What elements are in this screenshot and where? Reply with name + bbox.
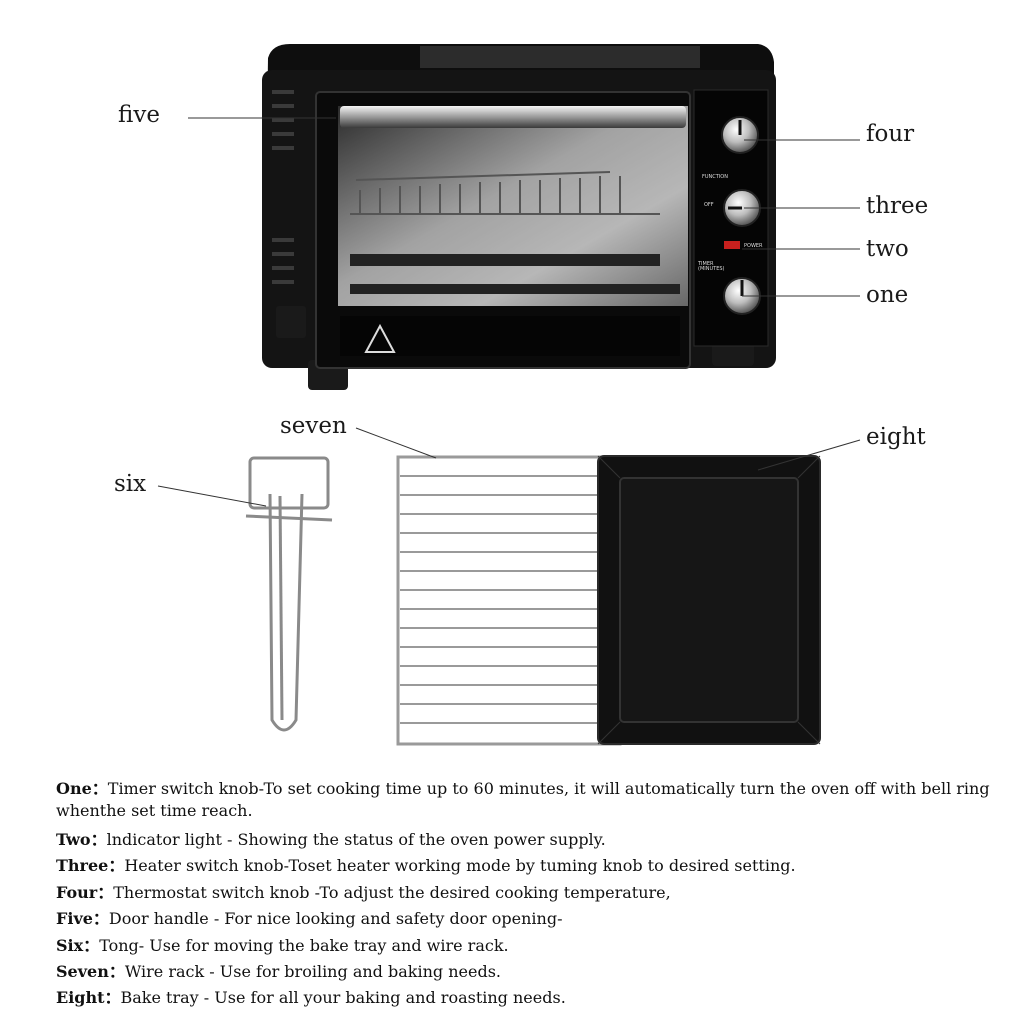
description-key: One： [56,779,108,798]
description-key: Two： [56,830,107,849]
description-text: Timer switch knob-To set cooking time up… [56,779,990,820]
callout-five: five [118,102,160,128]
callout-eight: eight [866,424,926,450]
panel-off-label: OFF [704,202,714,208]
callout-six: six [114,471,147,497]
panel-function-label: FUNCTION [702,174,728,180]
description-three: Three：Heater switch knob-Toset heater wo… [56,855,1006,877]
description-key: Three： [56,856,125,875]
description-text: Thermostat switch knob -To adjust the de… [113,883,671,902]
description-key: Four： [56,883,114,902]
description-four: Four：Thermostat switch knob -To adjust t… [56,882,1006,904]
description-two: Two：lndicator light - Showing the status… [56,829,1006,851]
description-one: One：Timer switch knob-To set cooking tim… [56,778,1006,821]
callout-one: one [866,282,909,308]
tong [245,456,333,732]
callout-seven: seven [280,413,347,439]
callout-four: four [866,121,915,147]
description-key: Seven： [56,962,125,981]
description-key: Six： [56,936,100,955]
bake-tray [597,455,821,745]
description-text: lndicator light - Showing the status of … [106,830,606,849]
panel-timer-label: TIMER (MINUTES) [698,261,725,272]
wire-rack [396,455,622,746]
description-key: Eight： [56,988,121,1007]
description-text: Tong- Use for moving the bake tray and w… [99,936,509,955]
description-key: Five： [56,909,109,928]
description-text: Wire rack - Use for broiling and baking … [124,962,501,981]
panel-power-label: POWER [744,243,763,249]
callout-two: two [866,236,909,262]
description-text: Heater switch knob-Toset heater working … [124,856,796,875]
door-handle [340,106,686,128]
callout-three: three [866,193,929,219]
warning-triangle-icon [364,323,396,353]
description-seven: Seven：Wire rack - Use for broiling and b… [56,961,1006,983]
description-five: Five：Door handle - For nice looking and … [56,908,1006,930]
callout-leaders [157,117,861,507]
toaster-oven [262,44,776,390]
description-eight: Eight：Bake tray - Use for all your bakin… [56,987,1006,1009]
description-six: Six：Tong- Use for moving the bake tray a… [56,935,1006,957]
description-text: Door handle - For nice looking and safet… [108,909,563,928]
description-text: Bake tray - Use for all your baking and … [120,988,566,1007]
power-indicator-light [724,241,740,249]
